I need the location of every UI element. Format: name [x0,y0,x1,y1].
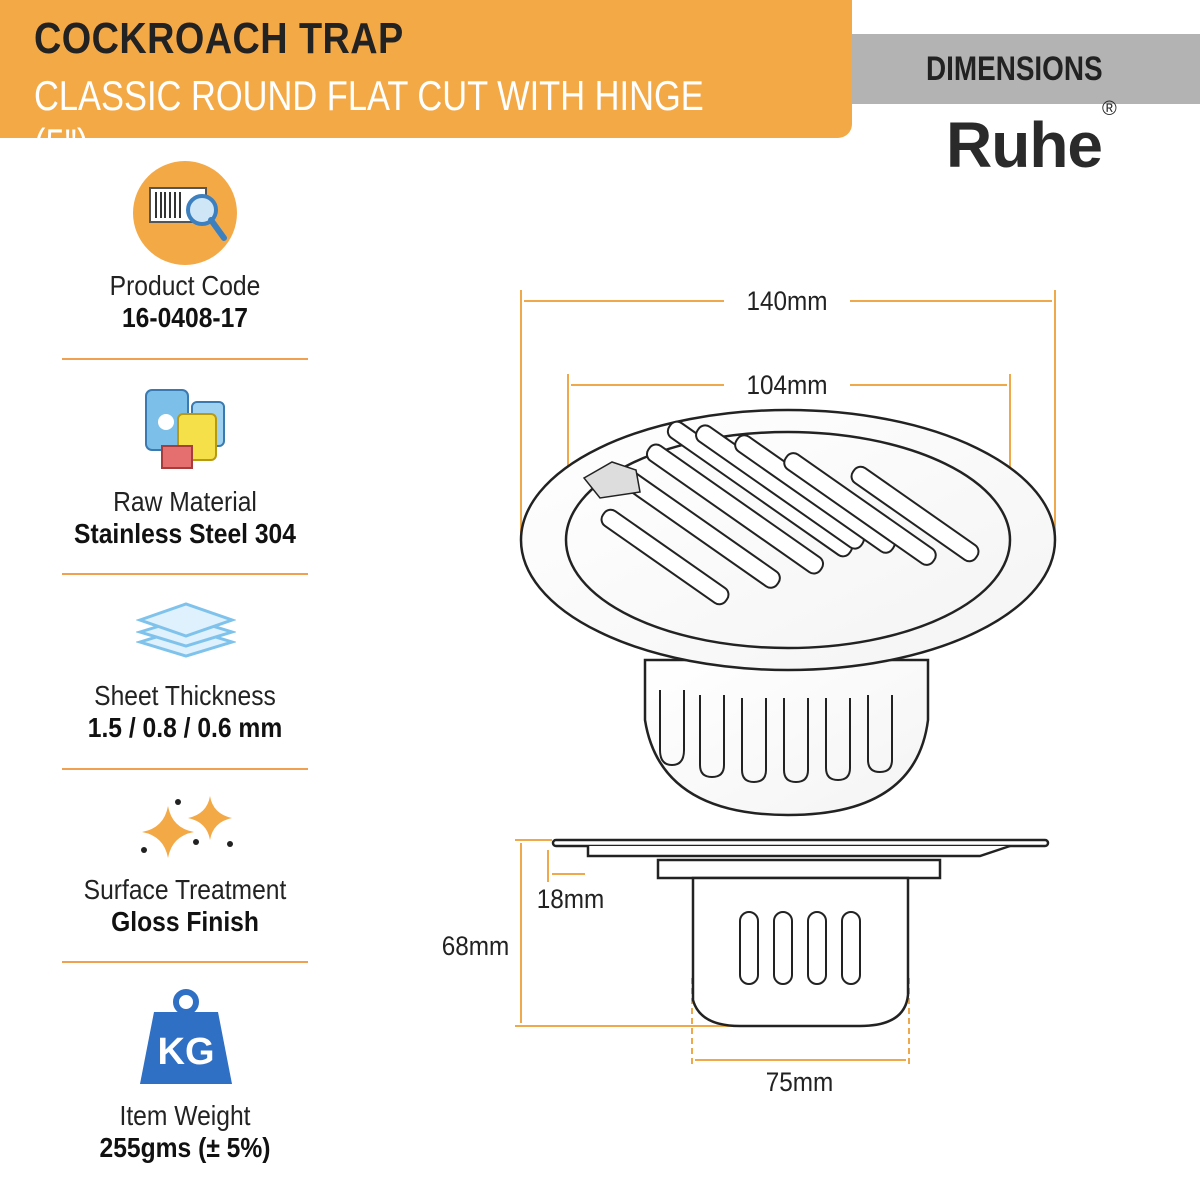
divider [62,961,308,963]
spec-surface-treatment: Surface Treatment Gloss Finish [40,874,330,938]
brand-logo: Ruhe® [946,98,1117,182]
spec-value: Gloss Finish [111,906,259,937]
dim-flange-height: 18mm [536,884,605,914]
spec-sheet-thickness: Sheet Thickness 1.5 / 0.8 / 0.6 mm [40,680,330,744]
dim-outer-diameter: 140mm [746,286,828,316]
dim-total-height: 68mm [441,931,510,961]
spec-value: 16-0408-17 [121,302,249,333]
spec-label: Raw Material [113,486,257,517]
spec-label: Surface Treatment [83,874,287,905]
spec-value: 1.5 / 0.8 / 0.6 mm [87,712,283,743]
kg-weight-icon: KG [140,989,232,1084]
spec-value: Stainless Steel 304 [74,518,296,549]
brand-name: Ruhe [946,109,1103,181]
product-subtitle: CLASSIC ROUND FLAT CUT WITH HINGE (5") [34,72,704,167]
sheet-layers-icon [136,602,236,658]
barcode-search-icon [133,161,237,265]
side-view [551,838,1050,1028]
divider [62,768,308,770]
spec-label: Product Code [109,270,261,301]
dimensions-label: DIMENSIONS [926,50,1103,88]
divider [62,573,308,575]
dim-body-diameter: 75mm [765,1067,834,1097]
spec-raw-material: Raw Material Stainless Steel 304 [40,486,330,550]
spec-label: Item Weight [119,1100,251,1131]
sparkle-icon [141,796,233,858]
spec-item-weight: Item Weight 255gms (± 5%) [40,1100,330,1164]
material-drums-icon [145,389,225,469]
header-banner: COCKROACH TRAP CLASSIC ROUND FLAT CUT WI… [0,0,852,167]
spec-label: Sheet Thickness [94,680,276,711]
dim-inner-diameter: 104mm [746,370,828,400]
product-title: COCKROACH TRAP [34,14,404,63]
spec-product-code: Product Code 16-0408-17 [40,270,330,334]
dimensions-band: DIMENSIONS [852,34,1200,104]
kg-label: KG [158,1031,215,1073]
spec-value: 255gms (± 5%) [99,1132,271,1163]
registered-mark: ® [1102,97,1117,120]
divider [62,358,308,360]
top-view [519,408,1057,817]
